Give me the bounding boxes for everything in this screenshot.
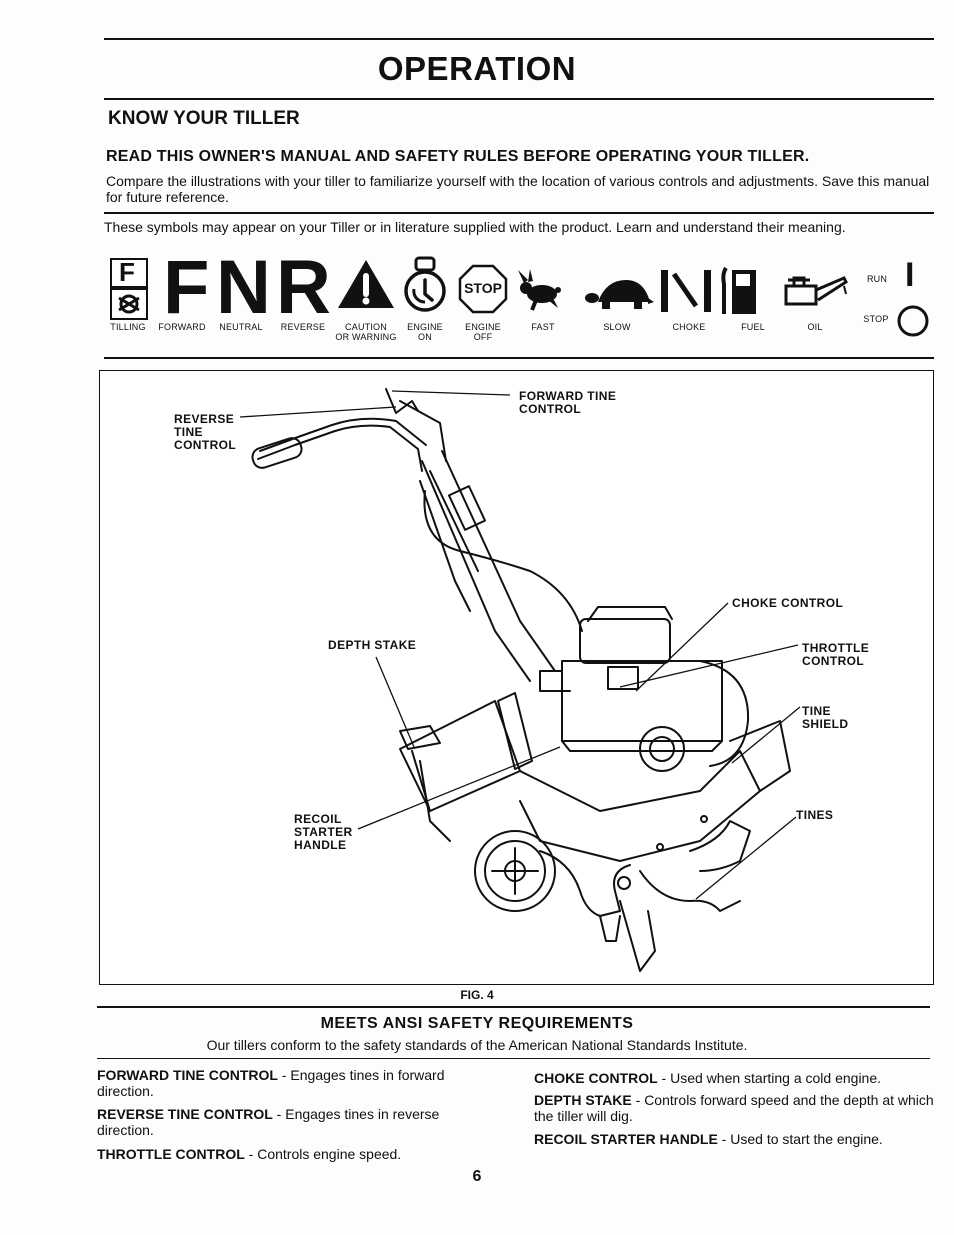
definition-item: THROTTLE CONTROL - Controls engine speed…	[97, 1146, 402, 1162]
tilling-label: TILLING	[110, 322, 146, 332]
neutral-icon: N	[216, 245, 271, 330]
tilling-glyph: F	[119, 257, 135, 287]
caution-icon	[336, 256, 396, 317]
ansi-heading: MEETS ANSI SAFETY REQUIREMENTS	[320, 1015, 634, 1032]
turtle-icon	[584, 278, 654, 317]
engine-on-icon	[402, 256, 448, 319]
run-icon: I	[905, 256, 915, 294]
figure-caption: FIG. 4	[460, 988, 494, 1002]
neutral-label: NEUTRAL	[219, 322, 263, 332]
leader-recoil	[357, 746, 561, 830]
choke-icon	[660, 266, 712, 319]
depth-stake-callout: DEPTH STAKE	[328, 638, 417, 652]
oil-label: OIL	[807, 322, 823, 332]
reverse-tine-control-callout: REVERSE TINE CONTROL	[174, 412, 237, 452]
ansi-text: Our tillers conform to the safety standa…	[206, 1037, 748, 1053]
tilling-icon: F	[110, 257, 148, 320]
read-manual-notice: READ THIS OWNER'S MANUAL AND SAFETY RULE…	[106, 148, 810, 165]
section-heading: KNOW YOUR TILLER	[108, 108, 300, 129]
choke-label: CHOKE	[672, 322, 706, 332]
caution-label: CAUTION OR WARNING	[335, 322, 397, 342]
fuel-label: FUEL	[741, 322, 765, 332]
rabbit-icon	[514, 268, 566, 317]
symbols-bottom-rule	[104, 357, 934, 359]
tines-callout: TINES	[796, 808, 834, 822]
reverse-icon: R	[276, 245, 331, 330]
leader-throttle	[619, 644, 799, 688]
stop-label: STOP	[863, 314, 889, 324]
engine-off-label: ENGINE OFF	[465, 322, 501, 342]
compare-paragraph: Compare the illustrations with your till…	[106, 173, 930, 205]
definition-item: FORWARD TINE CONTROL - Engages tines in …	[97, 1067, 445, 1099]
fuel-icon	[720, 264, 760, 321]
stop-glyph: STOP	[464, 280, 502, 296]
engine-on-label: ENGINE ON	[407, 322, 443, 342]
reverse-label: REVERSE	[280, 322, 326, 332]
page-number: 6	[472, 1168, 482, 1185]
forward-tine-control-callout: FORWARD TINE CONTROL	[519, 389, 617, 416]
tiller-illustration	[239, 388, 801, 972]
definition-item: CHOKE CONTROL - Used when starting a col…	[534, 1070, 882, 1086]
choke-control-callout: CHOKE CONTROL	[732, 596, 844, 610]
leader-forward	[391, 390, 511, 396]
definition-item: REVERSE TINE CONTROL - Engages tines in …	[97, 1106, 440, 1138]
leader-tines	[695, 816, 797, 900]
title-underline	[104, 98, 934, 100]
symbols-intro-text: These symbols may appear on your Tiller …	[104, 219, 846, 235]
forward-label: FORWARD	[158, 322, 206, 332]
throttle-control-callout: THROTTLE CONTROL	[802, 641, 870, 668]
definition-item: DEPTH STAKE - Controls forward speed and…	[534, 1092, 934, 1124]
leader-reverse	[239, 406, 397, 418]
recoil-starter-handle-callout: RECOIL STARTER HANDLE	[294, 812, 353, 852]
stop-icon	[896, 304, 930, 343]
top-rule	[104, 38, 934, 40]
oil-can-icon	[784, 272, 850, 313]
ansi-bottom-rule	[97, 1058, 930, 1059]
fast-label: FAST	[531, 322, 555, 332]
tine-shield-callout: TINE SHIELD	[802, 704, 849, 731]
engine-off-icon: STOP	[458, 264, 508, 314]
ansi-top-rule	[97, 1006, 930, 1008]
leader-choke	[635, 602, 729, 692]
page-title: OPERATION	[377, 50, 577, 87]
forward-icon: F	[163, 245, 210, 330]
run-label: RUN	[866, 274, 888, 284]
leader-shield	[731, 706, 801, 764]
leader-depth	[375, 656, 415, 748]
definition-item: RECOIL STARTER HANDLE - Used to start th…	[534, 1131, 883, 1147]
slow-label: SLOW	[603, 322, 631, 332]
tiller-figure: REVERSE TINE CONTROL FORWARD TINE CONTRO…	[99, 370, 934, 985]
symbols-top-rule	[104, 212, 934, 214]
